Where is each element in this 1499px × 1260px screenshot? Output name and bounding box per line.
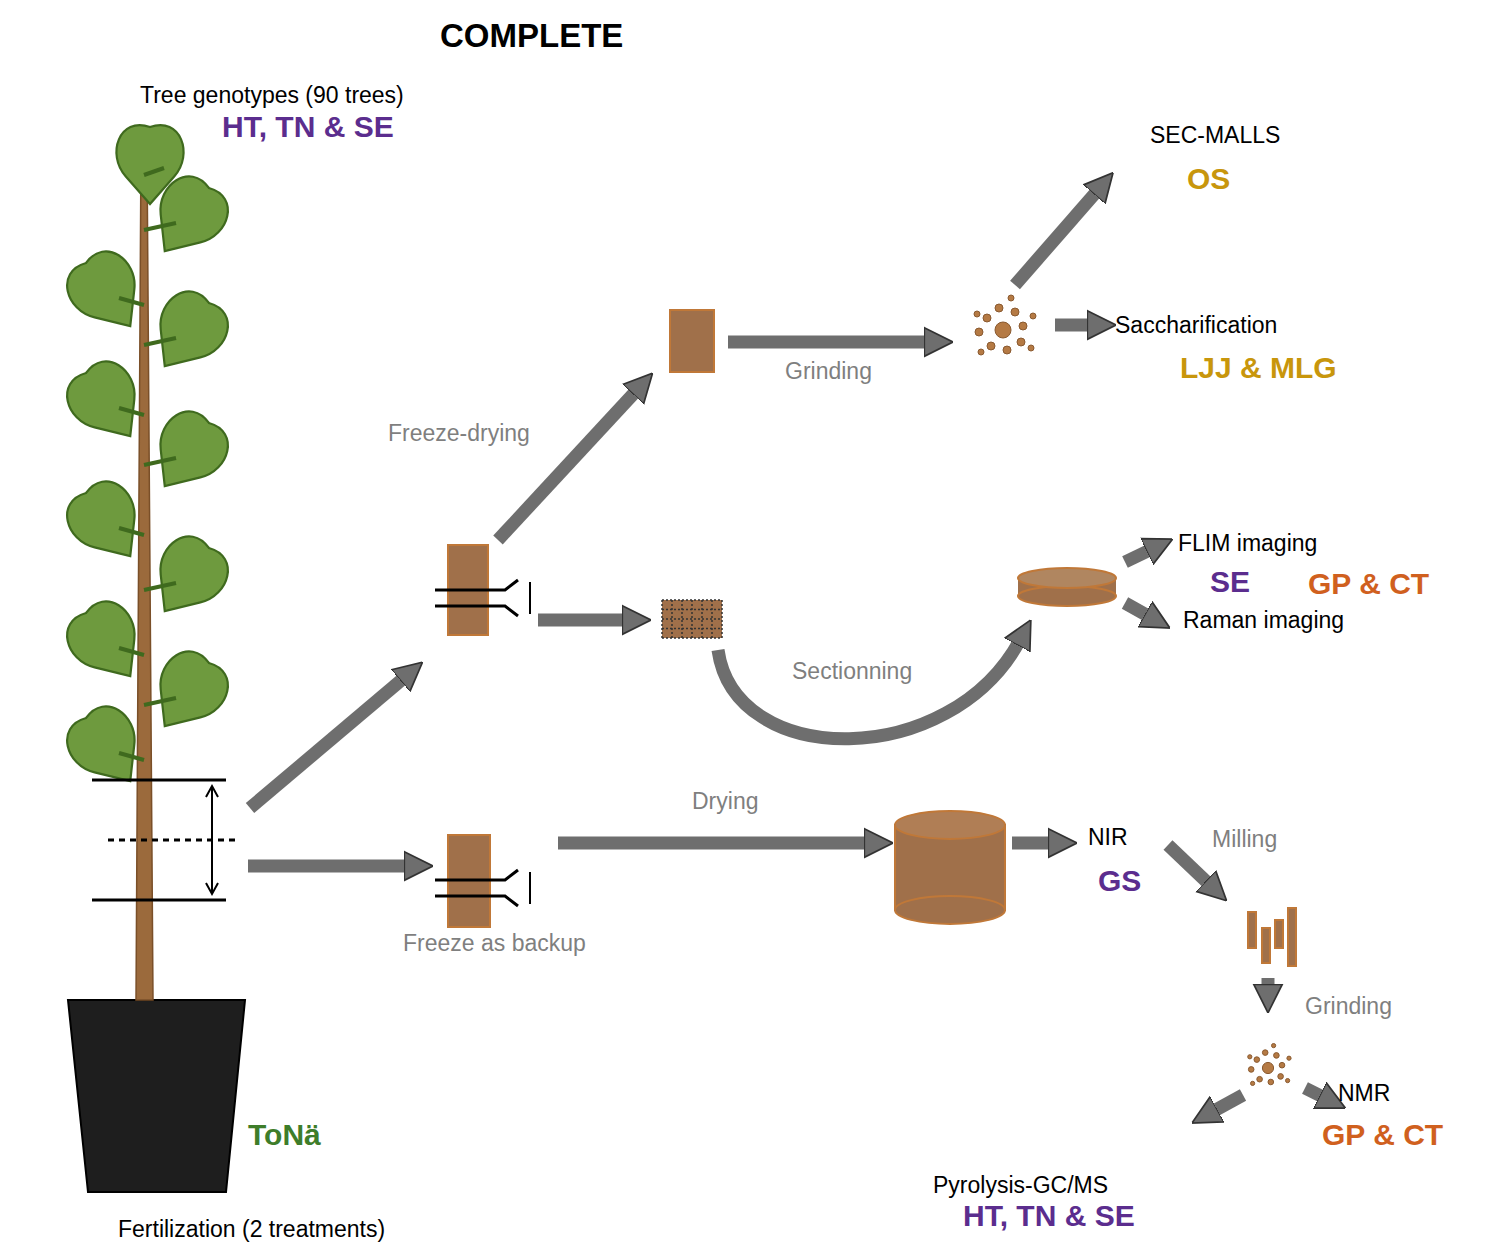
- step-label: Milling: [1212, 826, 1277, 852]
- particle: [995, 322, 1011, 338]
- step-label: Drying: [692, 788, 758, 814]
- leaf: [57, 242, 157, 345]
- step-label: Raman imaging: [1183, 607, 1344, 633]
- particle: [1286, 1079, 1290, 1083]
- particle: [1287, 1056, 1291, 1060]
- region-shape: [10, 12, 1415, 1255]
- particle: [1019, 322, 1027, 330]
- leaf: [137, 402, 237, 505]
- step-label: SE: [1210, 565, 1250, 600]
- particle: [1272, 1044, 1276, 1048]
- optimization-ellipse: SEC-MALLS OS SaccharificationLJJ & MLG: [905, 0, 1415, 438]
- particle: [1274, 1053, 1280, 1059]
- leaf-stalk: [144, 168, 164, 175]
- leaf: [57, 697, 157, 800]
- particle: [995, 304, 1003, 312]
- sample-grid: [662, 600, 722, 638]
- particle: [1254, 1057, 1260, 1063]
- step-label: Tree genotypes (90 trees): [140, 82, 404, 108]
- particle: [1017, 338, 1025, 346]
- leaf-stalk: [144, 583, 176, 590]
- leaf: [137, 642, 237, 745]
- ground-particles: [974, 295, 1291, 1086]
- particle: [1028, 345, 1034, 351]
- step-label: GS: [1098, 864, 1141, 899]
- trunk: [136, 150, 153, 1000]
- particle: [987, 342, 995, 350]
- particle: [983, 314, 991, 322]
- grid-line: [662, 609, 722, 611]
- leaf: [57, 352, 157, 455]
- leaf: [137, 527, 237, 630]
- region-text: LJJ & MLG: [1180, 351, 1337, 386]
- gp-ct-band: GP & CT NMR GP & CT: [1258, 480, 1478, 1200]
- grid-line: [662, 637, 722, 639]
- leaf-stalk: [144, 338, 176, 345]
- region-shape: [908, 0, 1412, 435]
- particle: [1262, 1050, 1268, 1056]
- leaf-stalk: [119, 408, 144, 415]
- grid-line: [662, 599, 722, 601]
- particle: [1008, 295, 1014, 301]
- step-label: Fertilization (2 treatments): [118, 1216, 385, 1242]
- step-label: FLIM imaging: [1178, 530, 1317, 556]
- step-label: HT, TN & SE: [963, 1199, 1135, 1234]
- pot: [68, 1000, 245, 1192]
- leaf-stalk: [144, 458, 176, 465]
- leaves: [57, 125, 237, 800]
- leaf-stalk: [119, 528, 144, 535]
- particle: [1268, 1079, 1274, 1085]
- step-label: ToNä: [248, 1118, 321, 1153]
- region-text: GP & CT: [1308, 567, 1429, 602]
- step-label: NIR: [1088, 824, 1128, 850]
- step-label: Freeze as backup: [403, 930, 586, 956]
- leaf-stalk: [144, 698, 176, 705]
- particle: [1251, 1081, 1255, 1085]
- particle: [975, 328, 983, 336]
- step-label: HT, TN & SE: [222, 110, 394, 145]
- particle: [1262, 1062, 1273, 1073]
- step-label: Sectionning: [792, 658, 912, 684]
- particle: [1003, 346, 1011, 354]
- leaf-stalk: [119, 753, 144, 760]
- particle: [1030, 313, 1036, 319]
- region-text: OS: [1187, 162, 1230, 197]
- cut-marks: [92, 780, 238, 900]
- cut-marks: [435, 580, 530, 906]
- region-outline: [905, 0, 1415, 438]
- leaf: [137, 167, 237, 270]
- particle: [1278, 1074, 1284, 1080]
- particle: [974, 311, 980, 317]
- particle: [1011, 308, 1019, 316]
- particle: [1248, 1067, 1254, 1073]
- step-label: Grinding: [1305, 993, 1392, 1019]
- region-shape: [1263, 485, 1468, 1195]
- grid-line: [662, 618, 722, 620]
- step-label: Grinding: [785, 358, 872, 384]
- particle: [1257, 1076, 1263, 1082]
- leaf: [137, 282, 237, 385]
- particle: [1248, 1055, 1252, 1059]
- leaf-stalk: [144, 223, 176, 230]
- particle: [978, 349, 984, 355]
- sample-grid-lines: [662, 600, 722, 638]
- leaf-stalk: [119, 298, 144, 305]
- samples: [448, 310, 1296, 966]
- leaf-stalk: [119, 648, 144, 655]
- step-label: Freeze-drying: [388, 420, 530, 446]
- leaf: [57, 592, 157, 695]
- step-label: Pyrolysis-GC/MS: [933, 1172, 1108, 1198]
- process-arrows: [248, 190, 1325, 1112]
- region-text: GP & CT: [1322, 1118, 1443, 1153]
- region-text: Saccharification: [1115, 312, 1277, 338]
- particle: [1279, 1062, 1285, 1068]
- region-text: NMR: [1338, 1080, 1390, 1106]
- region-text: COMPLETE: [440, 17, 623, 55]
- region-text: SEC-MALLS: [1150, 122, 1280, 148]
- leaf: [57, 472, 157, 575]
- grid-line: [662, 628, 722, 630]
